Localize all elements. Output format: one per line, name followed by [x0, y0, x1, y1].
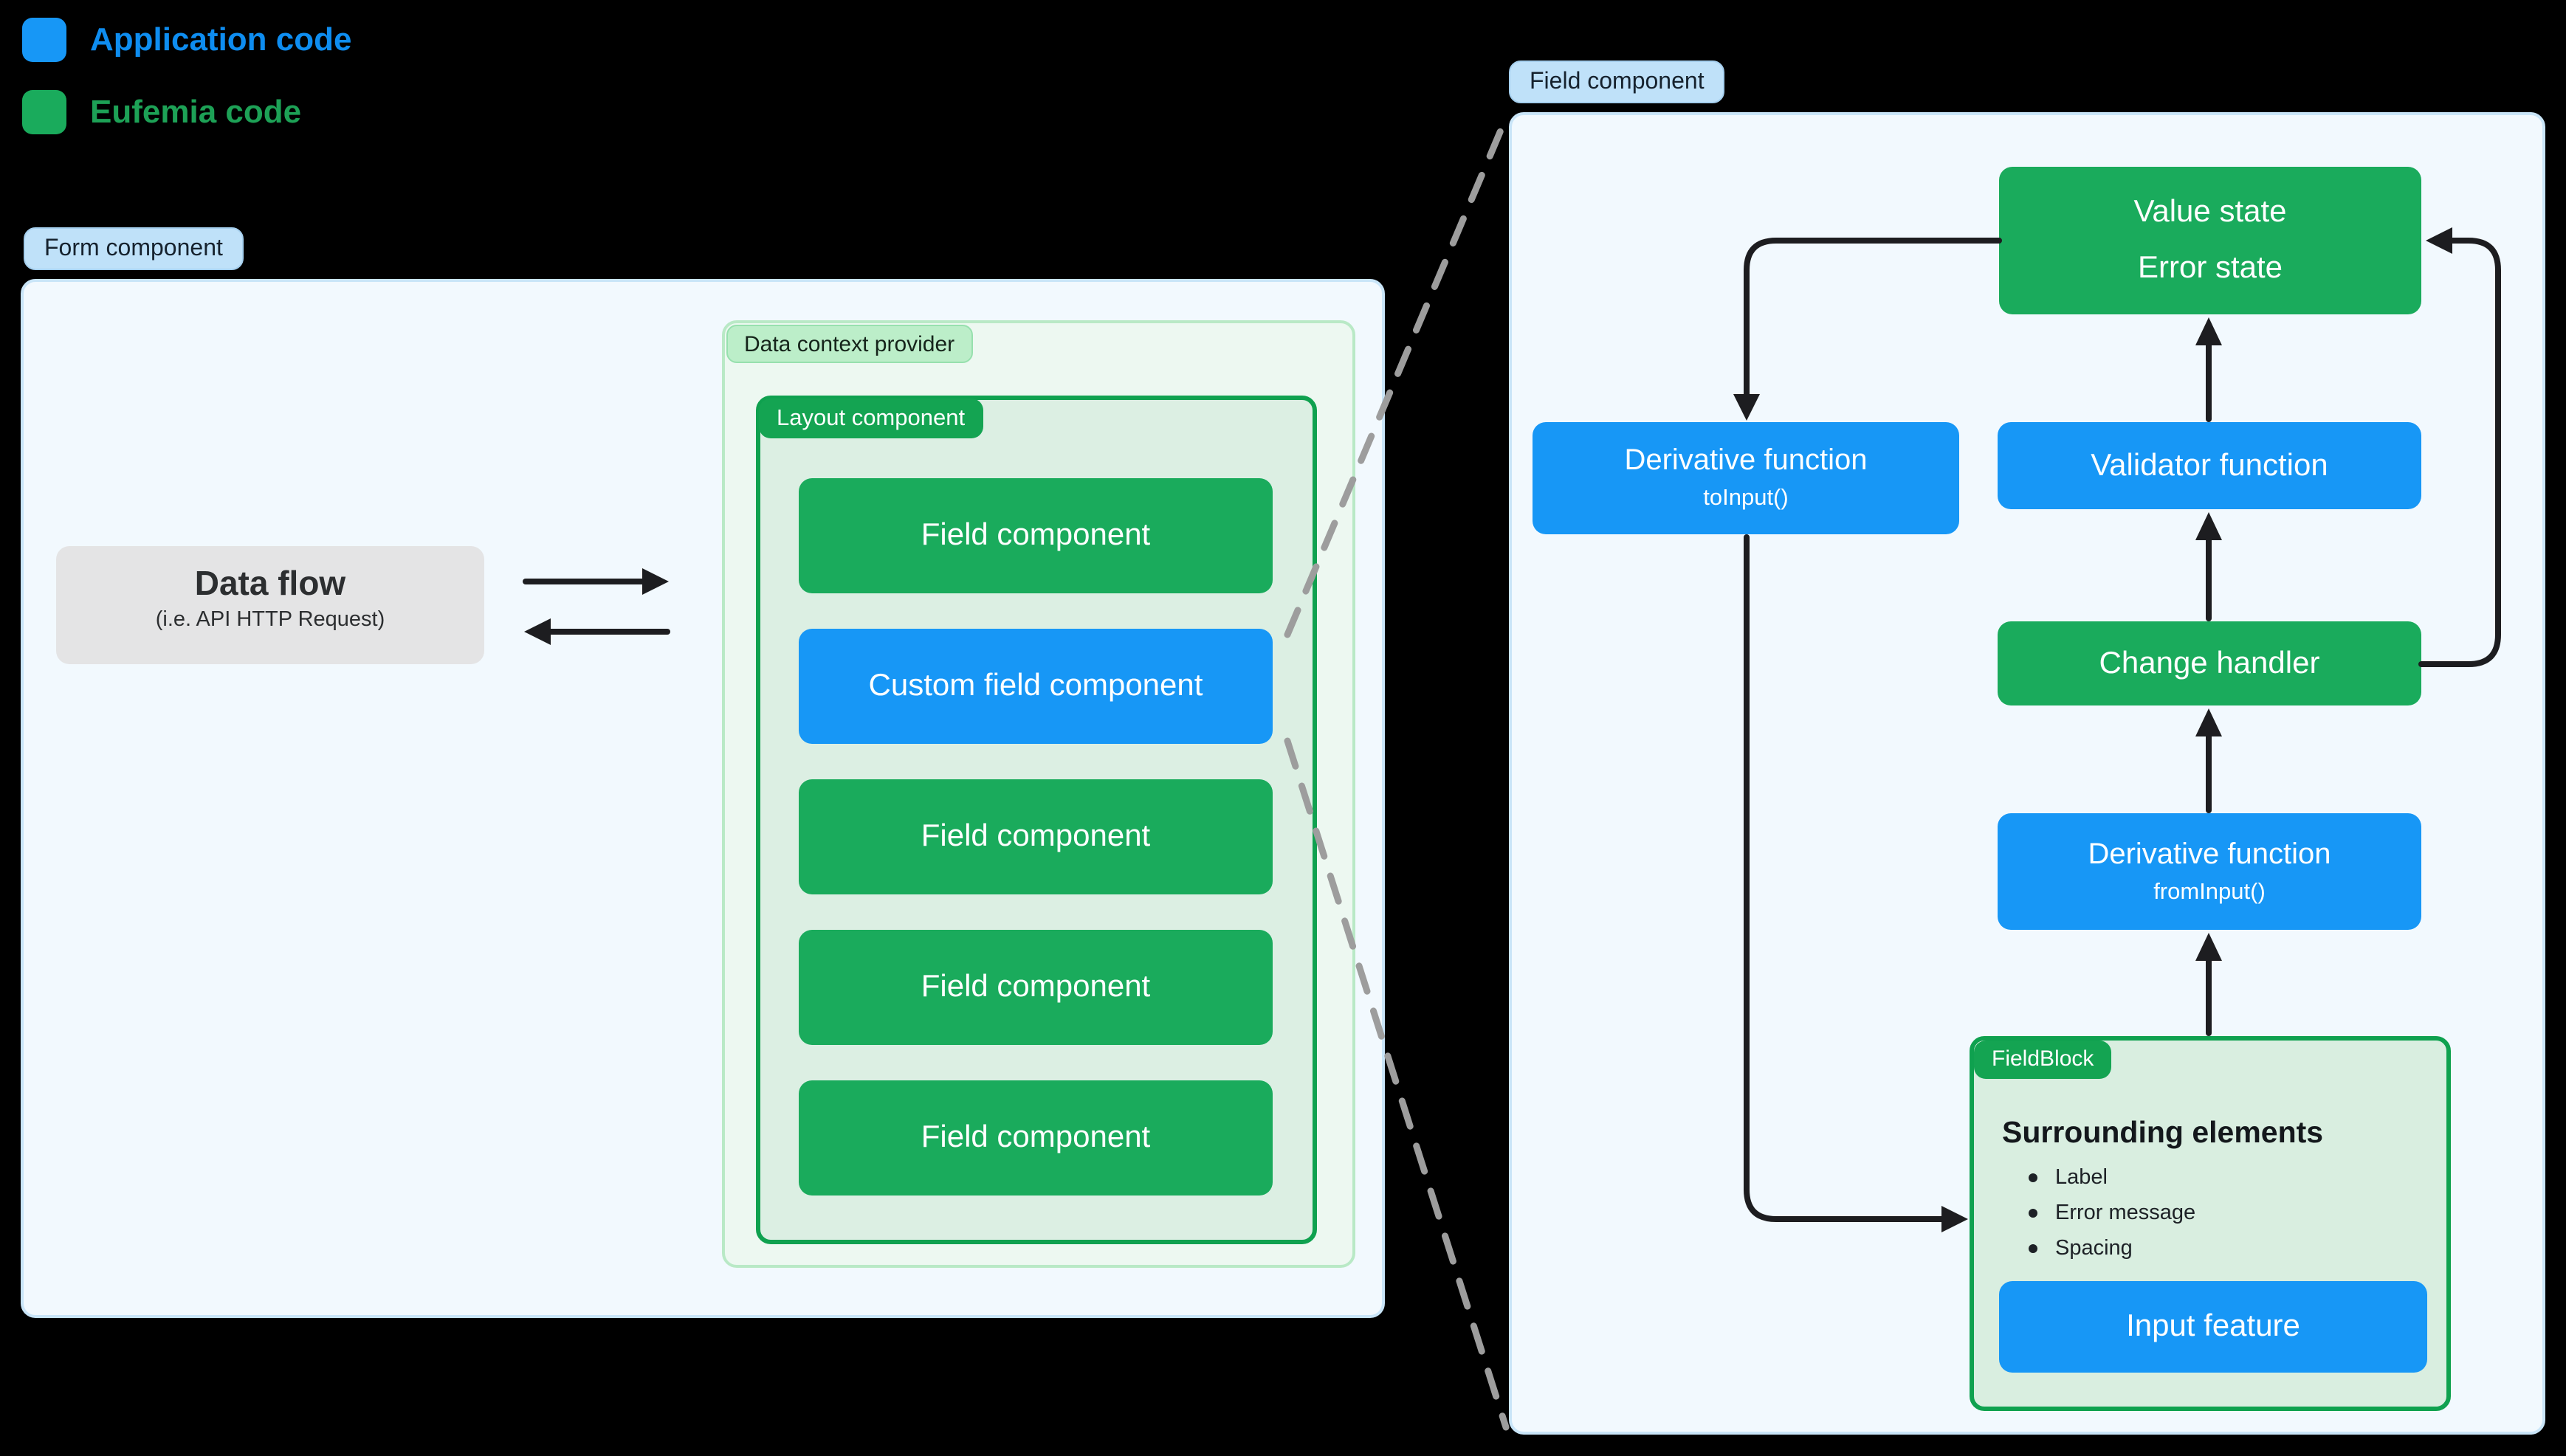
- legend-eufemia-swatch: [22, 90, 66, 134]
- derivative-toinput-title: Derivative function: [1624, 444, 1868, 477]
- field-component-box-2: Field component: [799, 779, 1273, 894]
- derivative-frominput-box: Derivative function fromInput(): [1998, 813, 2421, 930]
- field-component-box-1: Field component: [799, 478, 1273, 593]
- bullet-dot: [2029, 1173, 2037, 1182]
- derivative-frominput-subtitle: fromInput(): [2153, 879, 2266, 904]
- field-component-box-1-label: Field component: [921, 518, 1151, 552]
- validator-function-box: Validator function: [1998, 422, 2421, 509]
- form-component-badge: Form component: [24, 227, 244, 270]
- bullet-dot: [2029, 1209, 2037, 1218]
- fieldblock-badge: FieldBlock: [1974, 1041, 2112, 1079]
- legend-eufemia-label: Eufemia code: [90, 93, 302, 130]
- change-handler-box: Change handler: [1998, 621, 2421, 705]
- error-state-line2: Error state: [2137, 251, 2283, 285]
- legend-application-swatch: [22, 18, 66, 62]
- bullet-error-message-text: Error message: [2055, 1201, 2196, 1225]
- bullet-label-text: Label: [2055, 1166, 2108, 1190]
- bullet-spacing-text: Spacing: [2055, 1237, 2133, 1260]
- data-flow-title: Data flow: [194, 564, 346, 602]
- fieldblock-bullet-label: Label: [2029, 1160, 2108, 1195]
- data-context-badge: Data context provider: [726, 325, 973, 363]
- input-feature-box: Input feature: [1999, 1281, 2427, 1373]
- legend-application-label: Application code: [90, 21, 352, 58]
- derivative-toinput-subtitle: toInput(): [1703, 486, 1789, 511]
- field-component-box-2-label: Field component: [921, 819, 1151, 853]
- value-state-line1: Value state: [2133, 195, 2287, 229]
- validator-function-label: Validator function: [2091, 448, 2328, 482]
- input-feature-label: Input feature: [2126, 1309, 2300, 1343]
- field-component-box-3: Field component: [799, 930, 1273, 1045]
- derivative-toinput-box: Derivative function toInput(): [1533, 422, 1959, 534]
- bullet-dot: [2029, 1244, 2037, 1253]
- field-component-box-4: Field component: [799, 1080, 1273, 1195]
- field-component-detail-badge: Field component: [1509, 61, 1725, 103]
- field-component-box-3-label: Field component: [921, 970, 1151, 1004]
- fieldblock-bullet-error-message: Error message: [2029, 1195, 2195, 1231]
- value-state-box: Value state Error state: [1999, 167, 2421, 314]
- data-flow-box: Data flow (i.e. API HTTP Request): [56, 546, 484, 664]
- change-handler-label: Change handler: [2099, 646, 2320, 680]
- layout-component-badge: Layout component: [759, 398, 983, 438]
- custom-field-component-label: Custom field component: [868, 669, 1203, 703]
- fieldblock-bullet-spacing: Spacing: [2029, 1231, 2133, 1266]
- data-flow-subtitle: (i.e. API HTTP Request): [155, 608, 385, 632]
- custom-field-component-box: Custom field component: [799, 629, 1273, 744]
- field-component-box-4-label: Field component: [921, 1120, 1151, 1154]
- derivative-frominput-title: Derivative function: [2088, 838, 2331, 870]
- surrounding-elements-heading: Surrounding elements: [2002, 1116, 2324, 1150]
